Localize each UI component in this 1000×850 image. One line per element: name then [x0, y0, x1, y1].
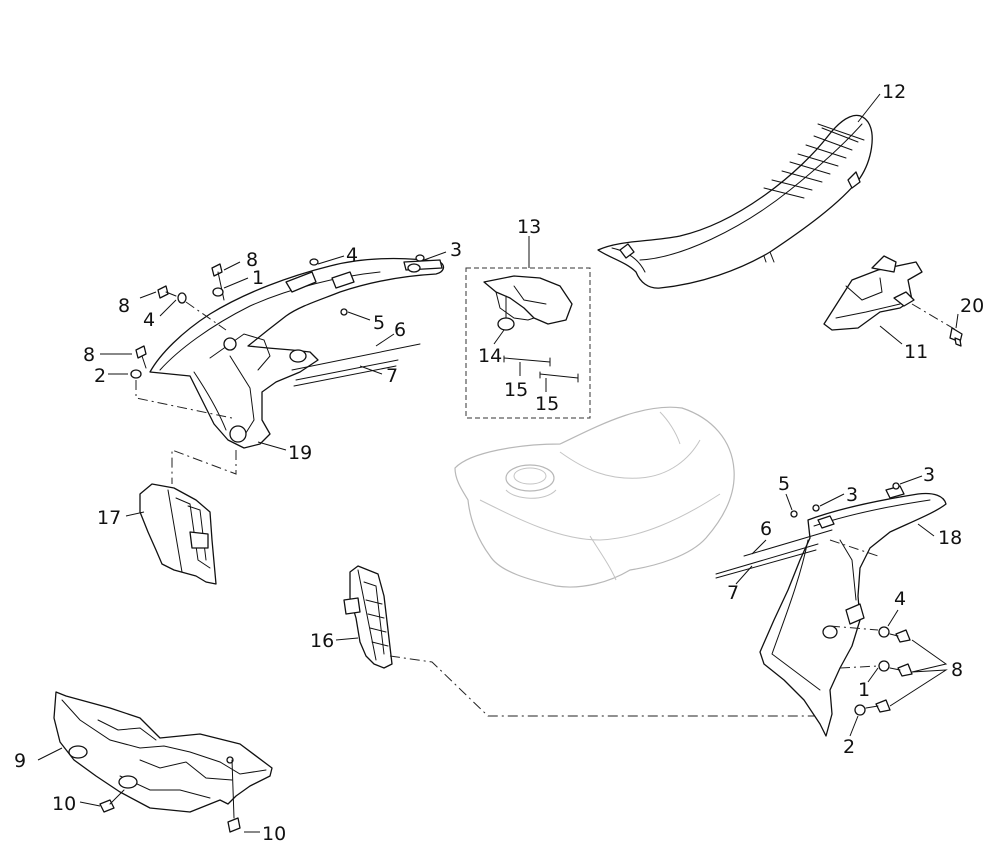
callout-8: 8 [83, 344, 95, 366]
callout-8: 8 [246, 249, 258, 271]
right-trim-strips [715, 529, 833, 579]
callout-4: 4 [143, 309, 155, 331]
callout-9: 9 [14, 750, 26, 772]
callout-5: 5 [373, 312, 385, 334]
callout-3: 3 [846, 484, 858, 506]
right-fasteners [790, 482, 913, 716]
part-13-group [465, 267, 591, 419]
callout-10: 10 [262, 823, 286, 845]
screw-20 [911, 303, 963, 347]
callout-15: 15 [535, 393, 559, 415]
callout-16: 16 [310, 630, 334, 652]
seat [597, 114, 873, 289]
leader-lines [37, 93, 959, 833]
callout-18: 18 [938, 527, 962, 549]
callout-15: 15 [504, 379, 528, 401]
skid-plate-bolts [99, 759, 241, 833]
callout-13: 13 [517, 216, 541, 238]
callout-labels: 12 13 3 4 8 1 8 4 5 6 8 2 7 19 14 15 15 … [14, 81, 984, 845]
callout-6: 6 [760, 518, 772, 540]
callout-8: 8 [118, 295, 130, 317]
callout-1: 1 [858, 679, 870, 701]
left-radiator-guard [139, 483, 217, 585]
callout-11: 11 [904, 341, 928, 363]
callout-19: 19 [288, 442, 312, 464]
callout-2: 2 [94, 365, 106, 387]
callout-4: 4 [894, 588, 906, 610]
callout-17: 17 [97, 507, 121, 529]
callout-6: 6 [394, 319, 406, 341]
fuel-tank-ghost [454, 406, 735, 588]
callout-7: 7 [727, 582, 739, 604]
callout-2: 2 [843, 736, 855, 758]
callout-8: 8 [951, 659, 963, 681]
callout-7: 7 [386, 365, 398, 387]
left-fasteners [130, 254, 425, 379]
callout-10: 10 [52, 793, 76, 815]
callout-20: 20 [960, 295, 984, 317]
callout-3: 3 [450, 239, 462, 261]
left-trim-strips [291, 343, 421, 387]
callout-14: 14 [478, 345, 502, 367]
callout-12: 12 [882, 81, 906, 103]
callout-4: 4 [346, 244, 358, 266]
right-radiator-guard [343, 565, 393, 669]
bracket [823, 255, 923, 331]
callout-3: 3 [923, 464, 935, 486]
left-radiator-shroud [149, 257, 445, 449]
right-radiator-shroud [759, 485, 947, 737]
callout-5: 5 [778, 473, 790, 495]
skid-plate [53, 691, 273, 813]
callout-1: 1 [252, 267, 264, 289]
